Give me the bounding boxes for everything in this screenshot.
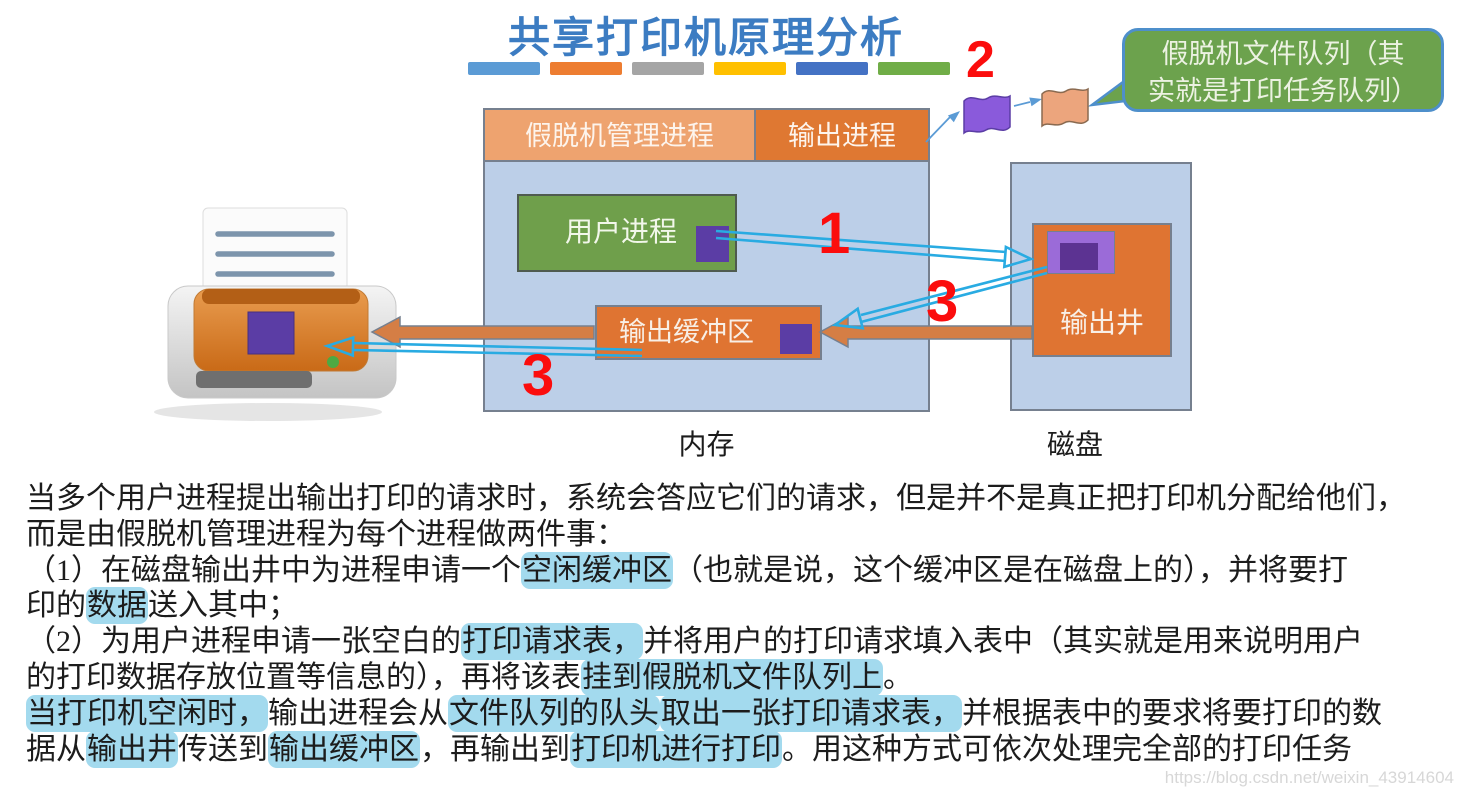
text-line: （2）为用户进程申请一张空白的打印请求表，并将用户的打印请求填入表中（其实就是用… [26, 623, 1456, 661]
spool-queue-callout: 假脱机文件队列（其 实就是打印任务队列） [1122, 28, 1444, 112]
plain-text: （也就是说，这个缓冲区是在磁盘上的），并将要打 [673, 553, 1348, 587]
disk-box: 输出井 [1010, 162, 1192, 411]
accent-bar [468, 62, 540, 75]
output-buffer-box: 输出缓冲区 [595, 305, 822, 360]
plain-text: （1）在磁盘输出井中为进程申请一个 [26, 553, 521, 587]
highlighted-text: 打印机进行打印 [570, 730, 782, 768]
text-line: 当多个用户进程提出输出打印的请求时，系统会答应它们的请求，但是并不是真正把打印机… [26, 481, 1456, 517]
watermark: https://blog.csdn.net/weixin_43914604 [1164, 768, 1454, 787]
accent-bar [796, 62, 868, 75]
plain-text: 印的 [26, 589, 86, 623]
step-3-disk-label: 3 [926, 269, 959, 334]
user-process-label: 用户进程 [565, 217, 678, 248]
spool-file-icon [1041, 87, 1089, 128]
highlighted-text: 挂到假脱机文件队列上 [581, 658, 883, 696]
highlighted-text: 取出一张打印请求表， [660, 694, 962, 732]
plain-text: ，再输出到 [420, 732, 570, 766]
highlighted-text: 当打印机空闲时， [26, 694, 268, 732]
text-line: （1）在磁盘输出井中为进程申请一个空闲缓冲区（也就是说，这个缓冲区是在磁盘上的）… [26, 551, 1456, 589]
user-process-box: 用户进程 [517, 194, 737, 272]
data-block-icon [1060, 243, 1098, 270]
spool-manager-process-header: 假脱机管理进程 [485, 110, 756, 162]
arrow-to-spool-file [1013, 97, 1042, 107]
plain-text: 的打印数据存放位置等信息的），再将该表 [26, 660, 581, 694]
plain-text: （2）为用户进程申请一张空白的 [26, 625, 461, 659]
highlighted-text: 输出缓冲区 [268, 730, 420, 768]
text-line: 而是由假脱机管理进程为每个进程做两件事： [26, 517, 1456, 553]
data-block-icon [696, 226, 729, 262]
output-well-box: 输出井 [1032, 223, 1172, 357]
output-buffer-label: 输出缓冲区 [619, 317, 754, 347]
highlighted-text: 文件队列的队头 [448, 694, 660, 732]
highlighted-text: 数据 [86, 587, 148, 625]
plain-text: 传送到 [178, 732, 268, 766]
text-line: 当打印机空闲时，输出进程会从文件队列的队头取出一张打印请求表，并根据表中的要求将… [26, 694, 1456, 732]
plain-text: 。 [883, 660, 913, 694]
plain-text: 输出进程会从 [268, 696, 448, 730]
arrow-to-request-table [925, 111, 960, 143]
accent-bar [550, 62, 622, 75]
plain-text: 而是由假脱机管理进程为每个进程做两件事： [26, 517, 626, 551]
buffer-slot-icon [1047, 231, 1115, 274]
data-block-icon [780, 324, 812, 354]
callout-line1: 假脱机文件队列（其 [1161, 39, 1405, 69]
print-request-table-icon [963, 94, 1011, 135]
text-line: 据从输出井传送到输出缓冲区，再输出到打印机进行打印。用这种方式可依次处理完全部的… [26, 730, 1456, 768]
step-2-label: 2 [966, 31, 995, 89]
callout-line2: 实就是打印任务队列） [1148, 76, 1418, 107]
body-text: 当多个用户进程提出输出打印的请求时，系统会答应它们的请求，但是并不是真正把打印机… [26, 481, 1456, 768]
plain-text: 当多个用户进程提出输出打印的请求时，系统会答应它们的请求，但是并不是真正把打印机… [26, 482, 1406, 515]
plain-text: 并将用户的打印请求填入表中（其实就是用来说明用户 [643, 625, 1363, 659]
highlighted-text: 输出井 [86, 730, 178, 768]
memory-label: 内存 [678, 430, 735, 461]
highlighted-text: 打印请求表， [461, 623, 643, 661]
plain-text: 据从 [26, 732, 86, 766]
output-process-header: 输出进程 [756, 110, 928, 162]
plain-text: 送入其中； [148, 589, 298, 623]
plain-text: 。用这种方式可依次处理完全部的打印任务 [782, 732, 1352, 766]
plain-text: 并根据表中的要求将要打印的数 [962, 696, 1382, 730]
step-1-label: 1 [818, 201, 851, 266]
accent-bar [878, 62, 950, 75]
text-line: 的打印数据存放位置等信息的），再将该表挂到假脱机文件队列上。 [26, 658, 1456, 696]
highlighted-text: 空闲缓冲区 [521, 551, 673, 589]
output-well-label: 输出井 [1059, 308, 1144, 339]
accent-bars [468, 62, 950, 75]
text-line: 印的数据送入其中； [26, 587, 1456, 625]
page-title: 共享打印机原理分析 [507, 16, 904, 62]
disk-label: 磁盘 [1046, 430, 1103, 461]
accent-bar [632, 62, 704, 75]
step-3-print-label: 3 [522, 343, 555, 408]
printer-icon [154, 207, 397, 421]
accent-bar [714, 62, 786, 75]
